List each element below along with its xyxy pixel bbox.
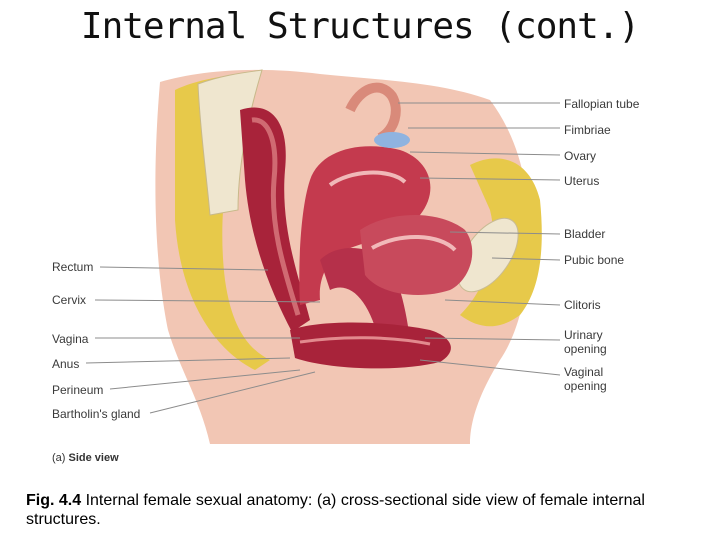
- perineum-shape: [290, 322, 451, 369]
- figure-caption: Fig. 4.4 Internal female sexual anatomy:…: [26, 491, 706, 529]
- label-clitoris: Clitoris: [564, 298, 601, 312]
- label-ovary: Ovary: [564, 149, 597, 163]
- label-cervix: Cervix: [52, 293, 87, 307]
- fallopian-tube-shape: [345, 82, 401, 143]
- label-perineum: Perineum: [52, 383, 104, 397]
- label-urinary-line2: opening: [564, 342, 607, 356]
- label-urinary-line1: Urinary: [564, 328, 603, 342]
- ovary-shape: [374, 132, 410, 148]
- fat-back: [175, 74, 270, 370]
- sublabel-letter: (a): [52, 452, 66, 464]
- caption-fig-number: Fig. 4.4: [26, 492, 82, 509]
- label-vaginal-line2: opening: [564, 379, 607, 393]
- label-vaginal-line1: Vaginal: [564, 365, 604, 379]
- label-fallopian-tube: Fallopian tube: [564, 97, 640, 111]
- leader-lines-right: [398, 102, 561, 376]
- label-bartholins-gland: Bartholin's gland: [52, 407, 141, 421]
- label-uterus: Uterus: [564, 174, 600, 188]
- slide-title: Internal Structures (cont.): [80, 6, 640, 47]
- label-fimbriae: Fimbriae: [564, 123, 611, 137]
- sublabel-side-view: (a) Side view: [52, 452, 119, 464]
- label-vagina: Vagina: [52, 332, 89, 346]
- leader-lines-left: [85, 266, 321, 414]
- sublabel-text: Side view: [68, 452, 119, 464]
- bladder-shape: [360, 215, 473, 295]
- label-bladder: Bladder: [564, 227, 606, 241]
- sacrum: [197, 69, 263, 216]
- label-pubic-bone: Pubic bone: [564, 253, 625, 267]
- caption-text: Internal female sexual anatomy: (a) cros…: [26, 492, 645, 528]
- label-anus: Anus: [52, 357, 80, 371]
- label-rectum: Rectum: [52, 260, 94, 274]
